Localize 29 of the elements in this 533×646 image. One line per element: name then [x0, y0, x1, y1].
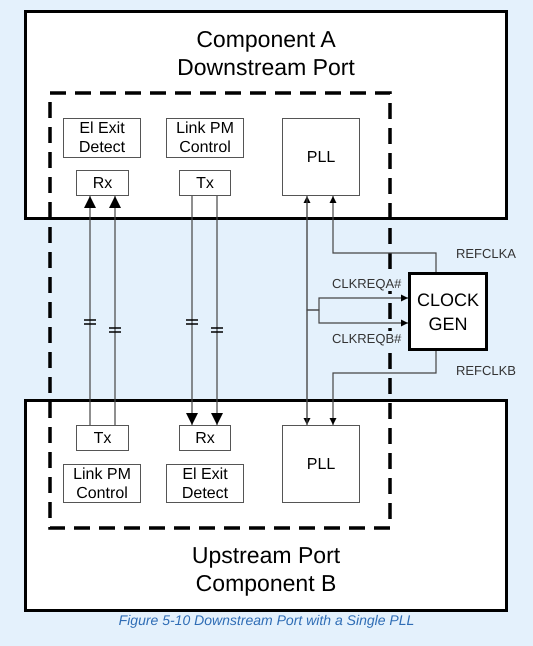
component-box	[24, 10, 508, 220]
arrow	[211, 196, 223, 425]
signal-label: CLKREQA#	[331, 276, 402, 291]
arrow	[109, 196, 121, 425]
signal-label: REFCLKB	[455, 363, 517, 378]
function-block: PLL	[282, 425, 360, 503]
arrow	[330, 196, 437, 272]
function-block: Rx	[179, 425, 231, 451]
arrow	[186, 196, 198, 425]
function-block: Rx	[76, 170, 129, 196]
arrow	[330, 351, 437, 425]
figure-caption: Figure 5-10 Downstream Port with a Single PLL	[118, 612, 416, 628]
arrow	[84, 196, 96, 425]
function-block: Link PM Control	[166, 118, 244, 158]
component-title: Upstream Port Component B	[190, 541, 342, 597]
arrow	[304, 196, 310, 425]
signal-label: CLKREQB#	[331, 331, 402, 346]
function-block: Tx	[76, 425, 129, 451]
signal-label: REFCLKA	[455, 246, 517, 261]
clock-generator-box: CLOCK GEN	[408, 272, 488, 351]
arrow	[306, 196, 408, 311]
component-title: Component A Downstream Port	[176, 25, 356, 81]
function-block: PLL	[282, 118, 360, 196]
function-block: Tx	[179, 170, 231, 196]
function-block: El Exit Detect	[166, 464, 244, 503]
component-box	[24, 399, 508, 612]
function-block: Link PM Control	[63, 464, 141, 503]
arrow	[306, 309, 408, 425]
function-block: El Exit Detect	[63, 118, 141, 158]
